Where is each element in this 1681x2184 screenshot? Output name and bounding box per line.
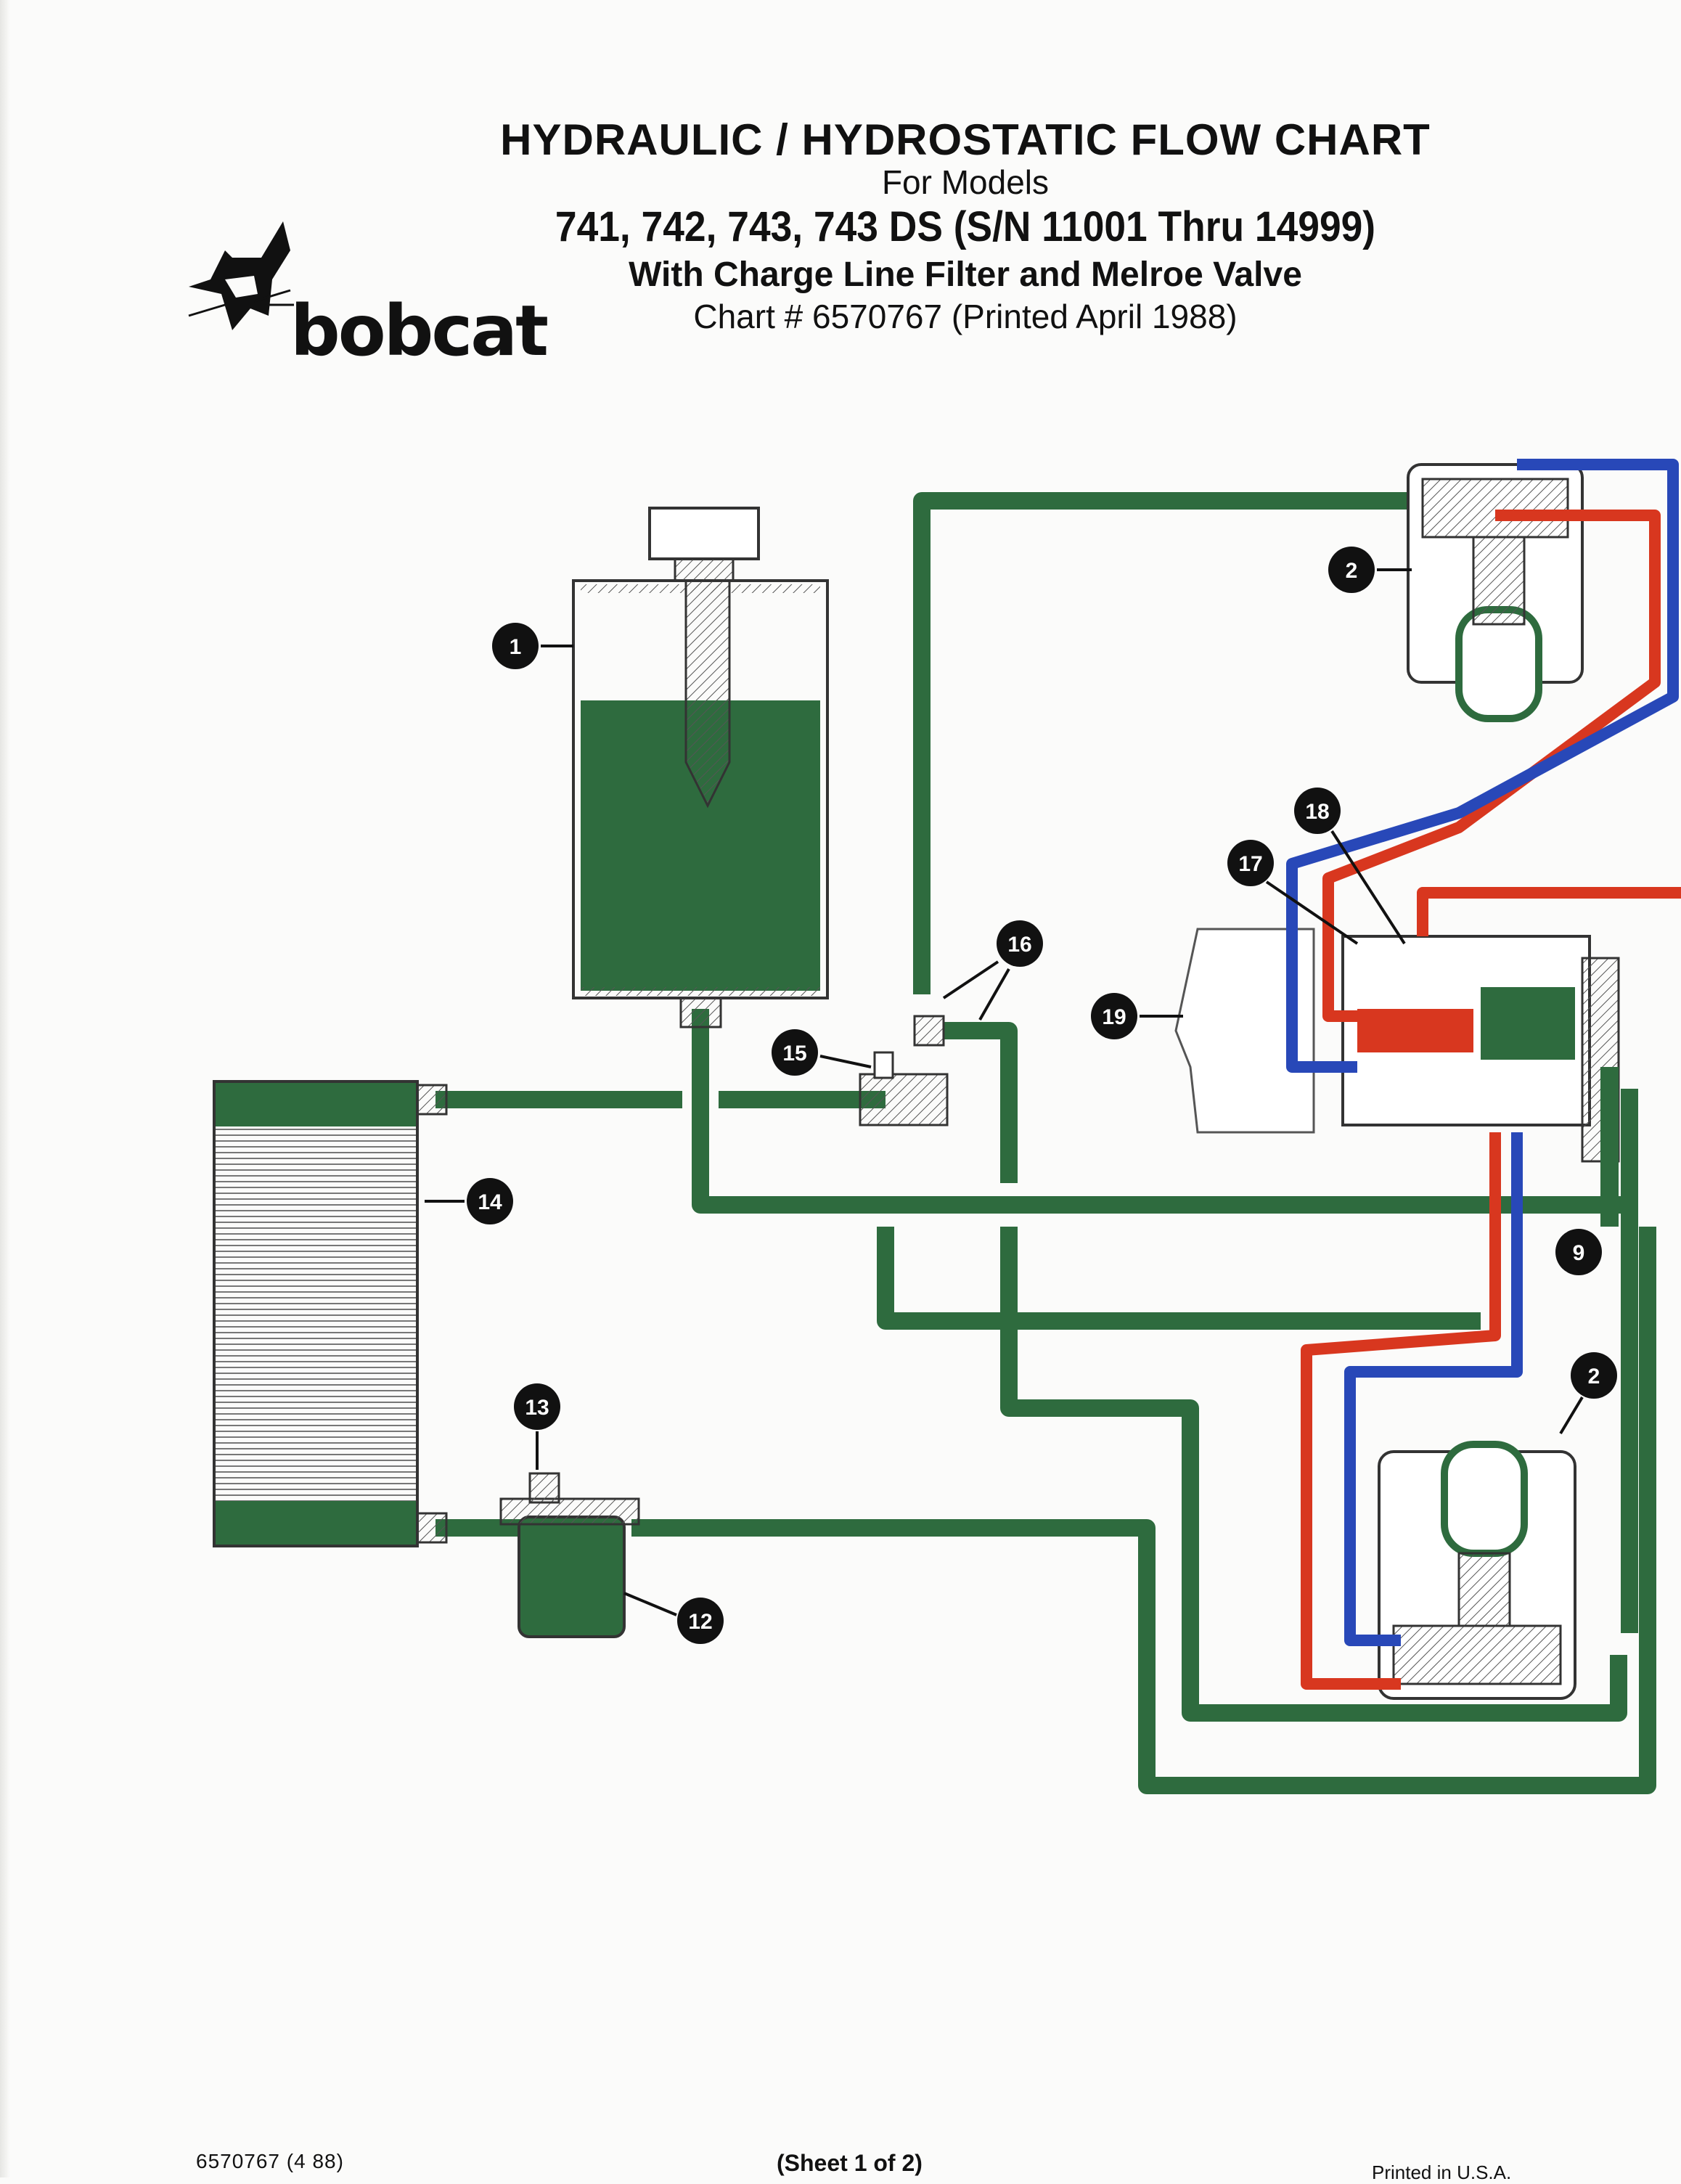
footer-printed: Printed in U.S.A. — [1372, 2161, 1512, 2183]
svg-text:16: 16 — [1007, 933, 1031, 957]
svg-text:1: 1 — [510, 635, 522, 659]
title-block: HYDRAULIC / HYDROSTATIC FLOW CHART For M… — [465, 116, 1466, 337]
svg-text:2: 2 — [1346, 559, 1358, 583]
callout-12: 12 — [623, 1592, 724, 1644]
svg-text:15: 15 — [782, 1042, 806, 1066]
callout-18: 18 — [1294, 788, 1406, 945]
filler-strainer — [684, 579, 731, 809]
callout-13: 13 — [514, 1383, 560, 1470]
with-line: With Charge Line Filter and Melroe Valve — [629, 255, 1302, 295]
svg-text:14: 14 — [478, 1190, 502, 1214]
callout-2-bottom: 2 — [1559, 1352, 1617, 1435]
drive-motor-bottom — [1378, 1441, 1576, 1700]
relief-valve — [859, 1015, 949, 1126]
reservoir-tank — [572, 507, 829, 1028]
hydrostatic-pump — [1174, 928, 1620, 1227]
callout-14: 14 — [425, 1178, 513, 1224]
line-center-down-1 — [877, 1227, 1481, 1330]
svg-text:9: 9 — [1573, 1241, 1585, 1265]
svg-text:2: 2 — [1588, 1365, 1600, 1388]
bobcat-logo-word: bobcat — [290, 290, 549, 372]
reservoir-cap — [648, 507, 760, 560]
page-edge-shadow — [0, 0, 10, 2177]
svg-text:17: 17 — [1238, 852, 1262, 876]
chart-number-line: Chart # 6570767 (Printed April 1988) — [693, 298, 1238, 336]
callout-9: 9 — [1555, 1229, 1602, 1275]
bobcat-head-icon — [188, 214, 294, 330]
line-tank-to-manifold — [692, 1009, 1626, 1214]
svg-text:18: 18 — [1305, 800, 1329, 824]
drive-motor-top — [1407, 463, 1584, 722]
svg-text:19: 19 — [1102, 1005, 1126, 1029]
callout-17: 17 — [1227, 840, 1359, 945]
callout-15: 15 — [772, 1029, 872, 1076]
charge-filter — [499, 1472, 640, 1638]
charge-lines — [435, 492, 1656, 1794]
callout-1: 1 — [492, 623, 573, 669]
footer-part-number: 6570767 (4 88) — [196, 2150, 344, 2172]
oil-cooler — [213, 1080, 448, 1547]
models-line: 741, 742, 743, 743 DS (S/N 11001 Thru 14… — [555, 203, 1376, 250]
line-filter-out — [631, 1227, 1656, 1794]
line-center-down-2 — [1000, 1227, 1627, 1722]
callout-19: 19 — [1091, 993, 1183, 1039]
footer-sheet: (Sheet 1 of 2) — [777, 2150, 923, 2176]
line-top-return — [913, 492, 1423, 994]
svg-text:13: 13 — [525, 1396, 549, 1420]
svg-text:12: 12 — [688, 1610, 712, 1634]
pressure-lines — [1301, 510, 1681, 1690]
callout-2-top: 2 — [1328, 547, 1412, 593]
callout-16: 16 — [942, 920, 1043, 1021]
page-title: HYDRAULIC / HYDROSTATIC FLOW CHART — [500, 115, 1431, 164]
return-lines — [1286, 459, 1679, 1646]
subtitle-for-models: For Models — [881, 163, 1050, 201]
bypass-valve — [528, 1472, 560, 1504]
line-16-loop — [944, 1022, 1018, 1183]
